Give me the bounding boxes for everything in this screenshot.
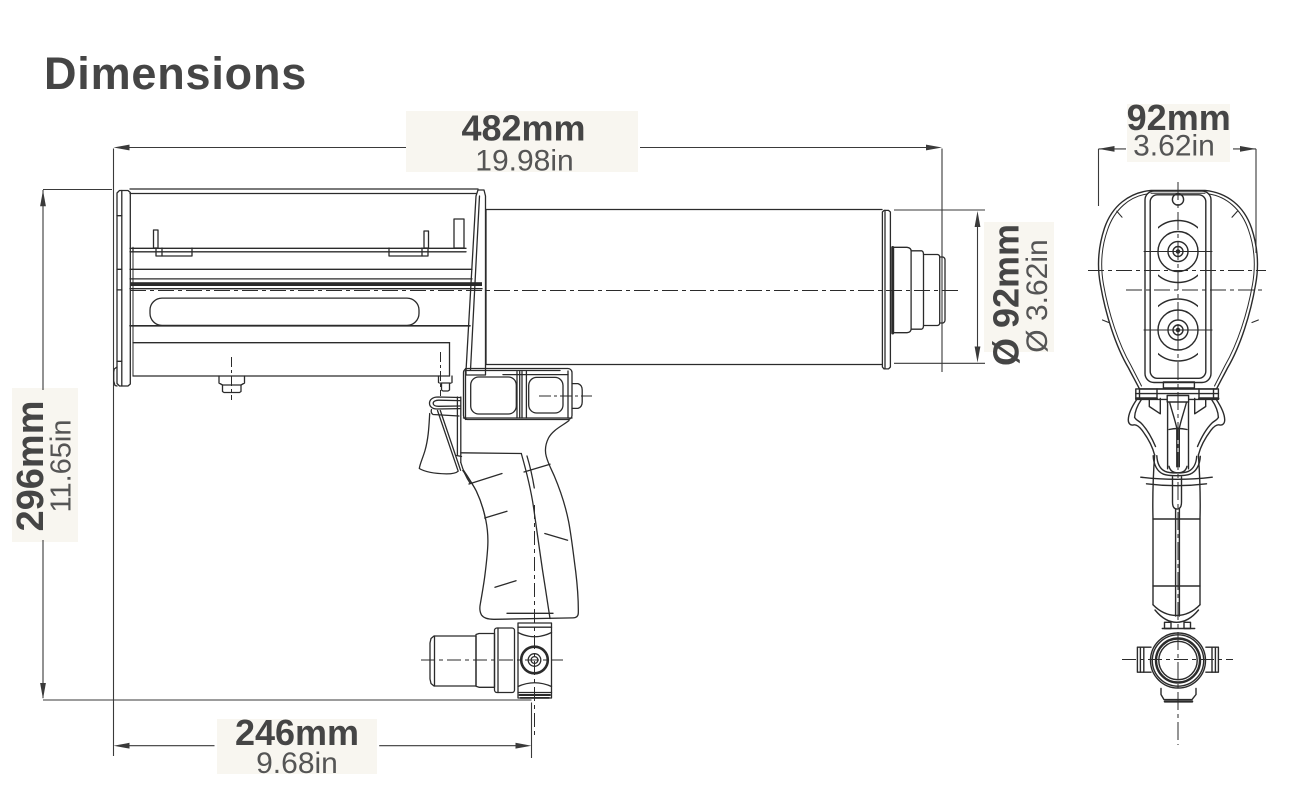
svg-text:Ø 92mm: Ø 92mm: [986, 224, 1027, 366]
svg-text:92mm: 92mm: [1127, 97, 1231, 138]
svg-text:Ø 3.62in: Ø 3.62in: [1021, 239, 1054, 352]
svg-text:246mm: 246mm: [235, 712, 359, 753]
svg-text:19.98in: 19.98in: [475, 145, 573, 178]
svg-text:9.68in: 9.68in: [256, 747, 338, 780]
svg-text:482mm: 482mm: [461, 108, 585, 149]
svg-text:3.62in: 3.62in: [1133, 129, 1215, 162]
svg-text:11.65in: 11.65in: [46, 420, 78, 513]
svg-text:Dimensions: Dimensions: [44, 48, 307, 99]
svg-text:296mm: 296mm: [10, 401, 52, 532]
